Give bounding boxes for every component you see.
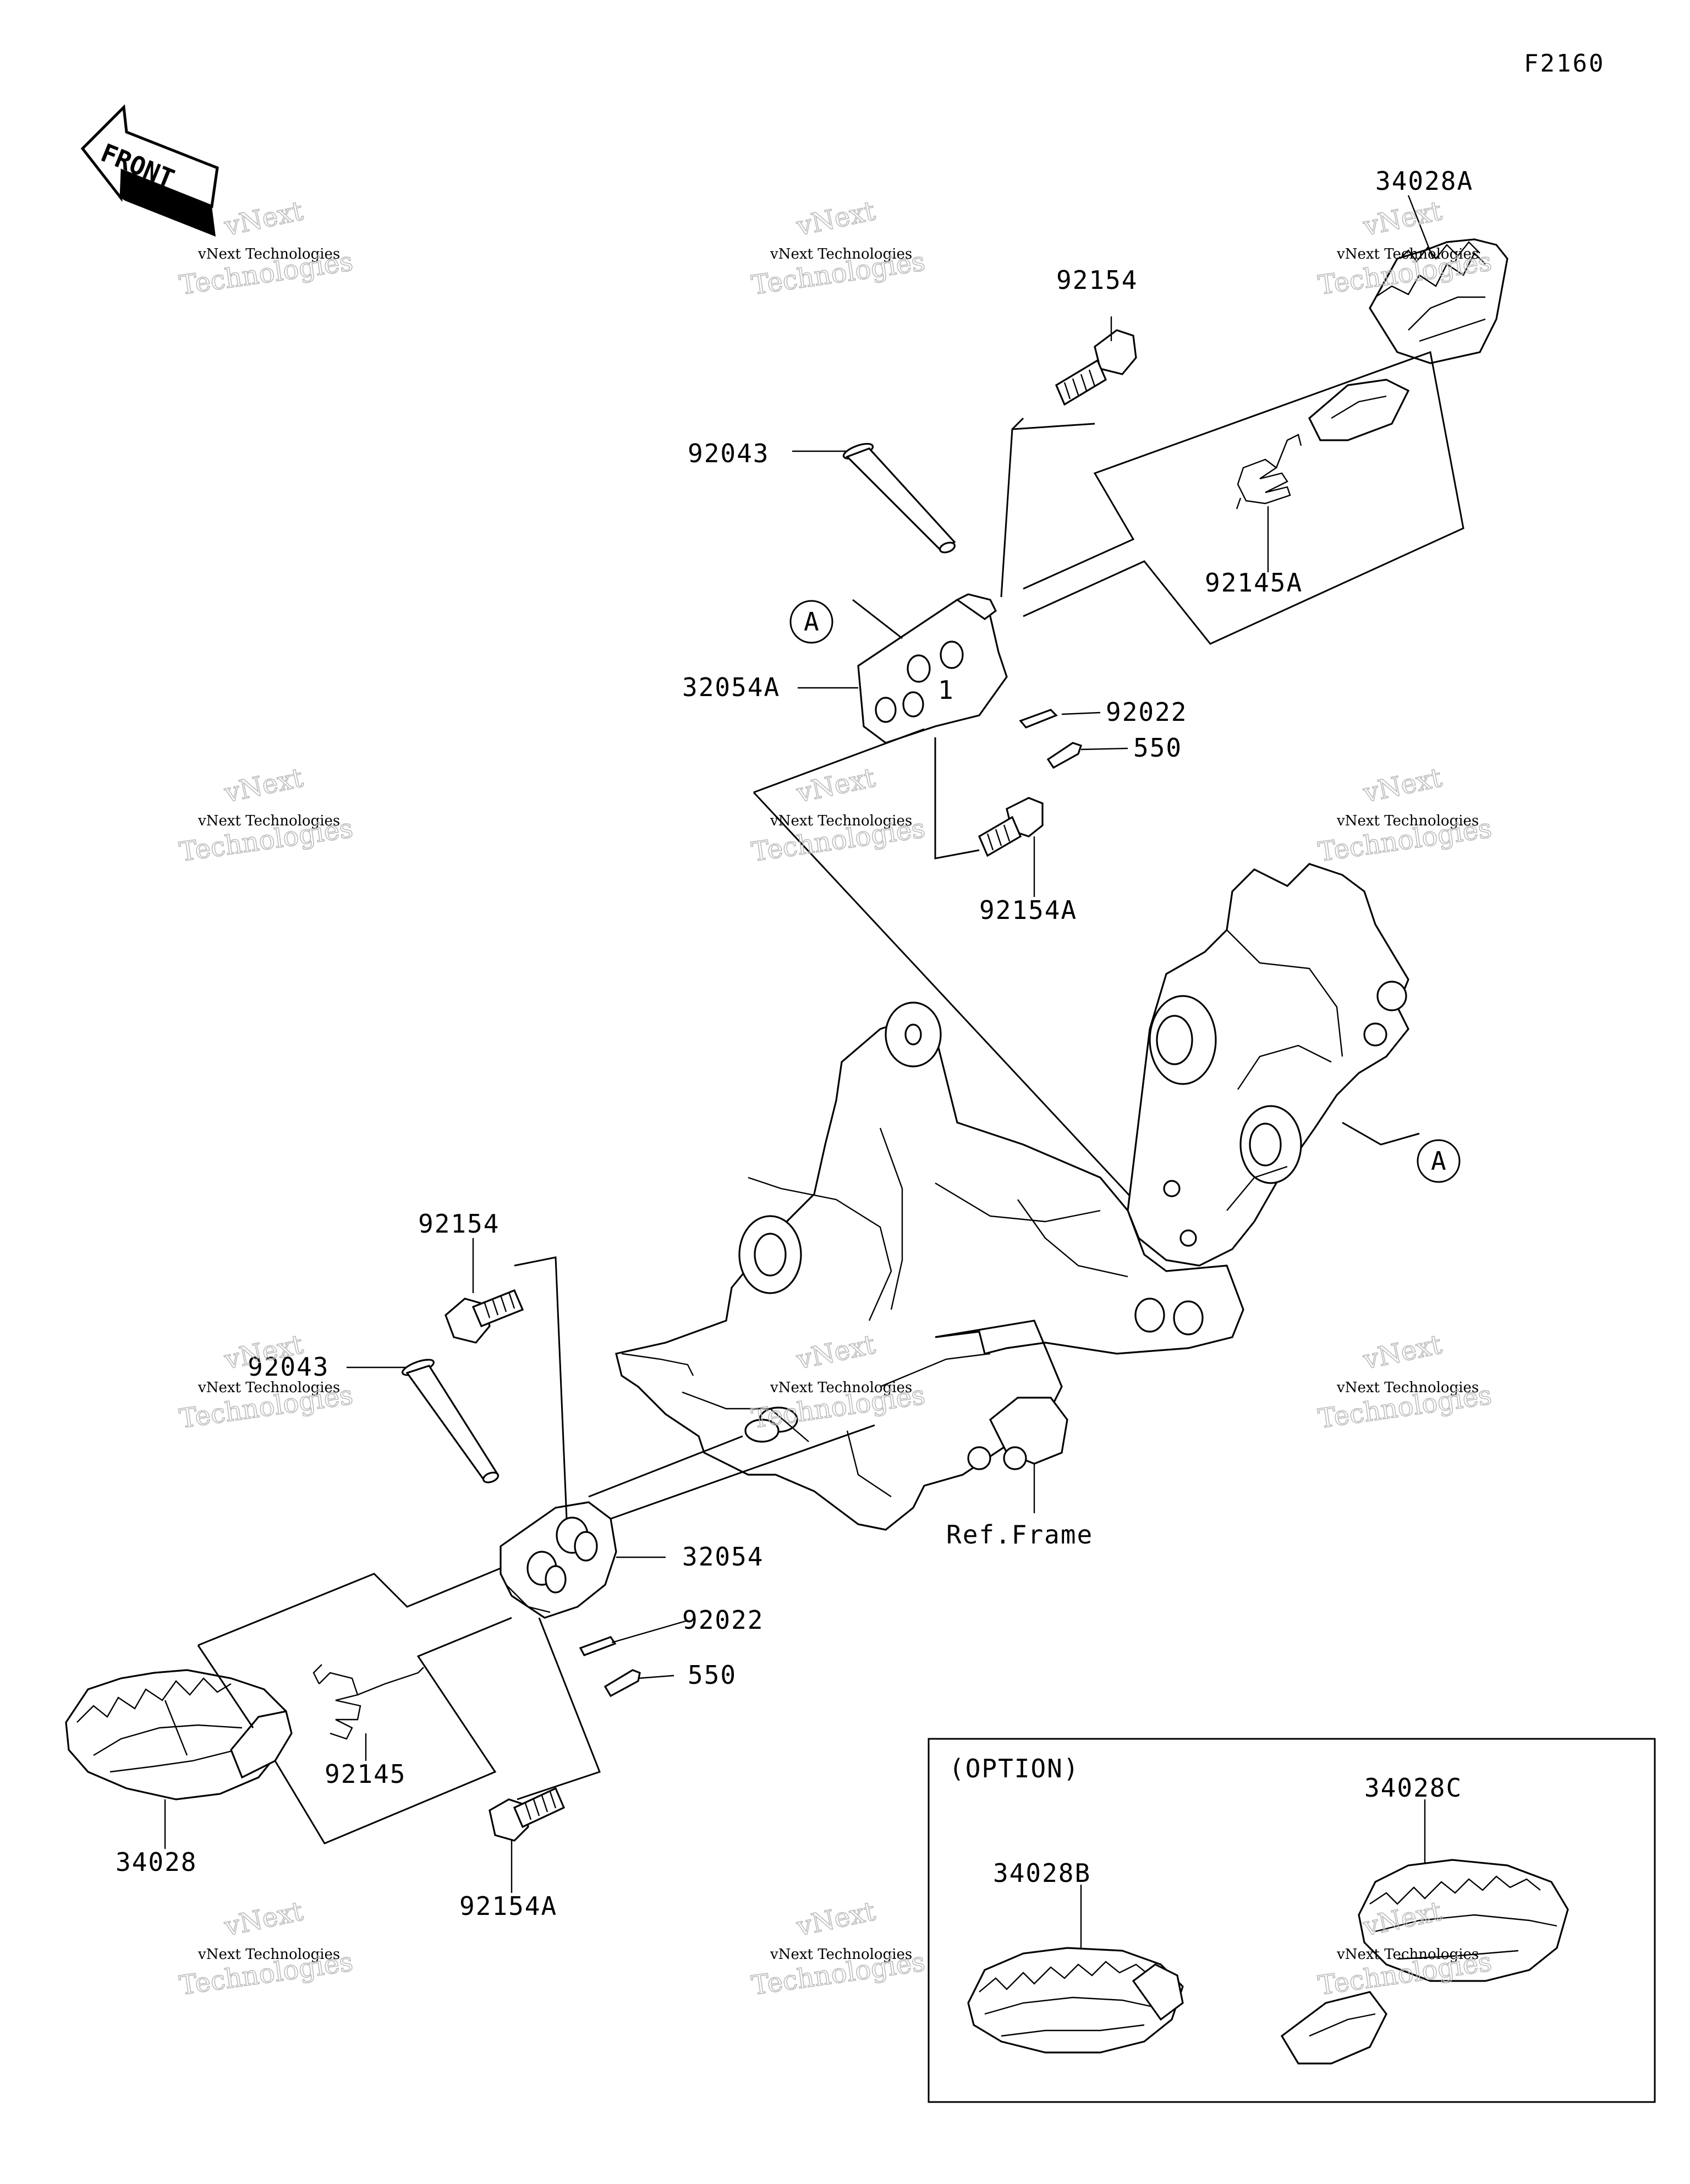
- svg-text:vNext: vNext: [221, 1896, 305, 1942]
- label-92043-top: 92043: [688, 439, 769, 468]
- spring-92145: [312, 1664, 424, 1740]
- svg-text:vNext Technologies: vNext Technologies: [770, 1380, 912, 1396]
- label-32054: 32054: [682, 1542, 764, 1572]
- frame-assembly: A: [615, 863, 1461, 1531]
- callout-a-right-label: A: [1431, 1146, 1447, 1176]
- label-550-top: 550: [1133, 733, 1182, 763]
- svg-text:vNext: vNext: [793, 762, 877, 809]
- callout-circle-A-right: [1417, 1139, 1461, 1183]
- svg-text:vNext Technologies: vNext Technologies: [197, 246, 340, 262]
- callout-a-top-label: A: [804, 607, 820, 637]
- svg-text:vNext: vNext: [221, 762, 305, 809]
- watermark: vNext vNext Technologies Technologies: [749, 195, 928, 301]
- label-92043-bottom: 92043: [248, 1352, 329, 1382]
- svg-text:vNext: vNext: [221, 195, 305, 242]
- footpeg-34028A: [1308, 238, 1508, 441]
- watermark: vNext vNext Technologies Technologies: [1316, 1328, 1494, 1435]
- front-arrow-icon: FRONT: [80, 104, 219, 237]
- watermark: vNext vNext Technologies Technologies: [177, 1895, 355, 2001]
- label-92154-top: 92154: [1056, 265, 1138, 295]
- label-34028B: 34028B: [993, 1858, 1091, 1888]
- label-34028C: 34028C: [1364, 1773, 1462, 1803]
- bracket-32054: [500, 1501, 617, 1619]
- leader-lines-upper: A: [753, 195, 1464, 1201]
- bolt-92154-bottom: [445, 1289, 524, 1344]
- watermark: vNext vNext Technologies Technologies: [749, 1895, 928, 2001]
- label-92154A-top: 92154A: [979, 895, 1077, 925]
- svg-text:vNext: vNext: [793, 195, 877, 242]
- svg-text:vNext Technologies: vNext Technologies: [1336, 246, 1479, 262]
- svg-text:vNext Technologies: vNext Technologies: [197, 813, 340, 829]
- pin-92043-top: [842, 442, 956, 554]
- svg-text:vNext Technologies: vNext Technologies: [197, 1946, 340, 1963]
- label-92154-bottom: 92154: [418, 1209, 500, 1239]
- svg-text:vNext: vNext: [1360, 762, 1444, 809]
- footpeg-34028B: [967, 1947, 1184, 2054]
- watermark: vNext vNext Technologies Technologies: [177, 762, 355, 868]
- label-32054A: 32054A: [682, 672, 780, 702]
- cotter-pin-550-bottom: [603, 1669, 641, 1698]
- option-title: (OPTION): [949, 1754, 1080, 1783]
- bolt-92154A-top: [978, 797, 1044, 857]
- leader-lines-option: [1080, 1799, 1426, 1948]
- svg-text:vNext Technologies: vNext Technologies: [770, 813, 912, 829]
- spring-92145A: [1236, 434, 1302, 510]
- cotter-pin-550-top: [1046, 742, 1083, 769]
- svg-text:vNext Technologies: vNext Technologies: [770, 1946, 912, 1963]
- bracket-32054A: 1: [857, 593, 1008, 744]
- svg-text:vNext Technologies: vNext Technologies: [770, 246, 912, 262]
- label-92145A: 92145A: [1205, 568, 1303, 598]
- washer-92022-top: [1019, 709, 1058, 729]
- svg-text:vNext: vNext: [1360, 195, 1444, 242]
- leader-lines-lower: [164, 1238, 875, 1893]
- part-labels: 34028A 92154 92043 92145A 32054A 92022 5…: [116, 166, 1473, 1921]
- footpeg-34028C: [1280, 1859, 1569, 2065]
- pin-92043-bottom: [402, 1359, 500, 1484]
- label-92022-bottom: 92022: [682, 1605, 764, 1635]
- label-92022-top: 92022: [1106, 697, 1187, 727]
- watermark: vNext vNext Technologies Technologies: [749, 762, 928, 868]
- label-34028: 34028: [116, 1847, 197, 1877]
- svg-text:vNext Technologies: vNext Technologies: [1336, 813, 1479, 829]
- option-box: (OPTION): [928, 1738, 1656, 2103]
- washer-92022-bottom: [579, 1636, 617, 1656]
- watermark: vNext vNext Technologies Technologies: [177, 1328, 355, 1435]
- watermark: vNext vNext Technologies Technologies: [1316, 762, 1494, 868]
- diagram-code: F2160: [1524, 50, 1605, 78]
- svg-text:vNext Technologies: vNext Technologies: [1336, 1380, 1479, 1396]
- label-550-bottom: 550: [688, 1660, 737, 1690]
- svg-text:vNext: vNext: [1360, 1329, 1444, 1376]
- svg-text:vNext Technologies: vNext Technologies: [197, 1380, 340, 1396]
- svg-text:1: 1: [938, 675, 954, 705]
- bolt-92154-top: [1055, 329, 1137, 406]
- svg-text:vNext: vNext: [793, 1896, 877, 1942]
- footpeg-34028: [65, 1669, 293, 1800]
- label-34028A: 34028A: [1375, 166, 1473, 196]
- label-92145: 92145: [325, 1759, 406, 1789]
- label-ref-frame: Ref.Frame: [946, 1520, 1093, 1550]
- label-92154A-bottom: 92154A: [459, 1891, 557, 1921]
- bolt-92154A-bottom: [489, 1787, 566, 1842]
- svg-text:vNext Technologies: vNext Technologies: [1336, 1946, 1479, 1963]
- callout-circle-A-top: [789, 600, 833, 644]
